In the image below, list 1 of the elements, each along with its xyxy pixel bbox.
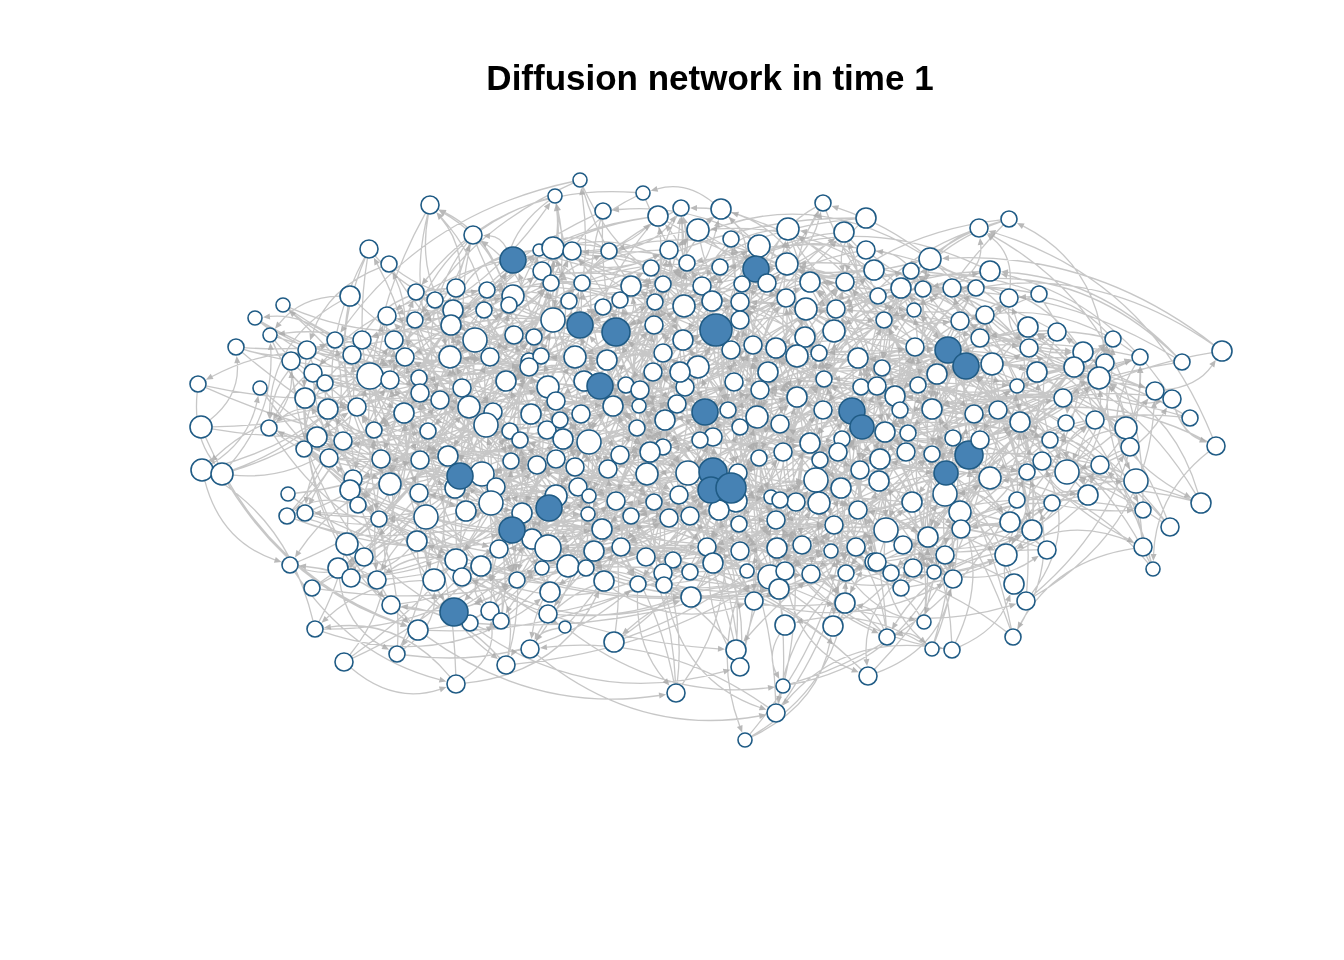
chart-title: Diffusion network in time 1 (486, 57, 934, 99)
